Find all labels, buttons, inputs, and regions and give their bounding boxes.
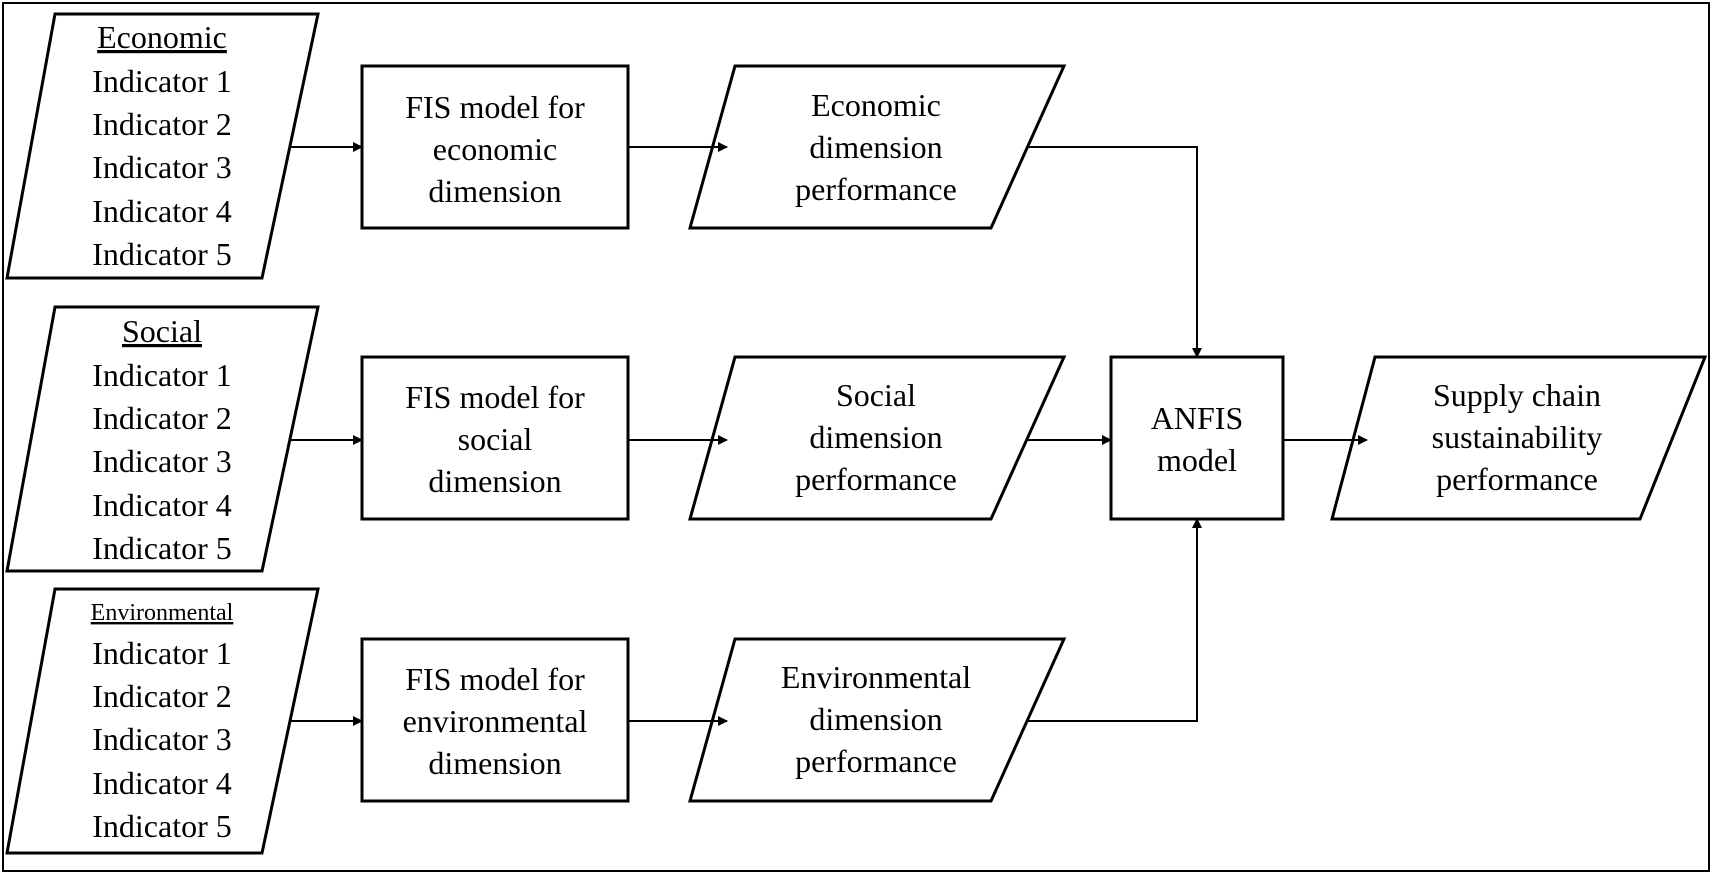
economic-indicator-5: Indicator 5: [92, 236, 232, 272]
economic-performance-parallelogram: [688, 64, 1067, 230]
environmental-input-block: Environmental Indicator 1 Indicator 2 In…: [5, 587, 320, 855]
economic-performance-line-1: Economic: [811, 87, 941, 123]
social-indicator-2: Indicator 2: [92, 400, 232, 436]
social-indicator-3: Indicator 3: [92, 443, 232, 479]
anfis-rect: [1109, 355, 1285, 521]
output-line-2: sustainability: [1432, 419, 1603, 455]
social-performance-block: Social dimension performance: [688, 355, 1067, 521]
economic-fis-line-1: FIS model for: [405, 89, 585, 125]
environmental-performance-line-3: performance: [795, 743, 957, 779]
environmental-indicator-3: Indicator 3: [92, 721, 232, 757]
output-line-3: performance: [1436, 461, 1598, 497]
economic-input-parallelogram: [5, 12, 320, 280]
social-performance-line-2: dimension: [809, 419, 942, 455]
arrow-environmental-performance-to-anfis: [1028, 518, 1202, 722]
environmental-fis-line-2: environmental: [403, 703, 588, 739]
social-indicator-1: Indicator 1: [92, 357, 232, 393]
social-input-parallelogram: [5, 305, 320, 573]
environmental-indicator-5: Indicator 5: [92, 808, 232, 844]
anfis-line-2: model: [1157, 442, 1237, 478]
social-fis-line-3: dimension: [428, 463, 561, 499]
environmental-performance-parallelogram: [688, 637, 1067, 803]
environmental-indicator-4: Indicator 4: [92, 765, 232, 801]
social-heading: Social: [122, 313, 202, 349]
social-fis-line-2: social: [458, 421, 533, 457]
environmental-fis-rect: [360, 637, 630, 803]
social-performance-line-1: Social: [836, 377, 916, 413]
environmental-fis-line-1: FIS model for: [405, 661, 585, 697]
environmental-fis-block: FIS model for environmental dimension: [360, 637, 630, 803]
social-fis-block: FIS model for social dimension: [360, 355, 630, 521]
arrow-economic-performance-to-anfis: [1028, 146, 1202, 358]
social-fis-line-1: FIS model for: [405, 379, 585, 415]
environmental-performance-line-1: Environmental: [781, 659, 971, 695]
economic-performance-line-3: performance: [795, 171, 957, 207]
social-input-block: Social Indicator 1 Indicator 2 Indicator…: [5, 305, 320, 573]
economic-indicator-4: Indicator 4: [92, 193, 232, 229]
social-indicator-4: Indicator 4: [92, 487, 232, 523]
economic-input-block: Economic Indicator 1 Indicator 2 Indicat…: [5, 12, 320, 280]
economic-fis-block: FIS model for economic dimension: [360, 64, 630, 230]
economic-indicator-3: Indicator 3: [92, 149, 232, 185]
economic-fis-line-2: economic: [433, 131, 557, 167]
environmental-performance-block: Environmental dimension performance: [688, 637, 1067, 803]
economic-indicator-2: Indicator 2: [92, 106, 232, 142]
environmental-indicator-1: Indicator 1: [92, 635, 232, 671]
anfis-block: ANFIS model: [1109, 355, 1285, 521]
environmental-fis-line-3: dimension: [428, 745, 561, 781]
social-indicator-5: Indicator 5: [92, 530, 232, 566]
economic-performance-line-2: dimension: [809, 129, 942, 165]
economic-heading: Economic: [97, 19, 227, 55]
anfis-line-1: ANFIS: [1151, 400, 1243, 436]
output-block: Supply chain sustainability performance: [1330, 355, 1708, 521]
output-parallelogram: [1330, 355, 1708, 521]
economic-indicator-1: Indicator 1: [92, 63, 232, 99]
environmental-input-parallelogram: [5, 587, 320, 855]
environmental-heading: Environmental: [91, 600, 234, 626]
environmental-indicator-2: Indicator 2: [92, 678, 232, 714]
economic-fis-line-3: dimension: [428, 173, 561, 209]
output-line-1: Supply chain: [1433, 377, 1601, 413]
social-performance-parallelogram: [688, 355, 1067, 521]
social-performance-line-3: performance: [795, 461, 957, 497]
environmental-performance-line-2: dimension: [809, 701, 942, 737]
economic-performance-block: Economic dimension performance: [688, 64, 1067, 230]
